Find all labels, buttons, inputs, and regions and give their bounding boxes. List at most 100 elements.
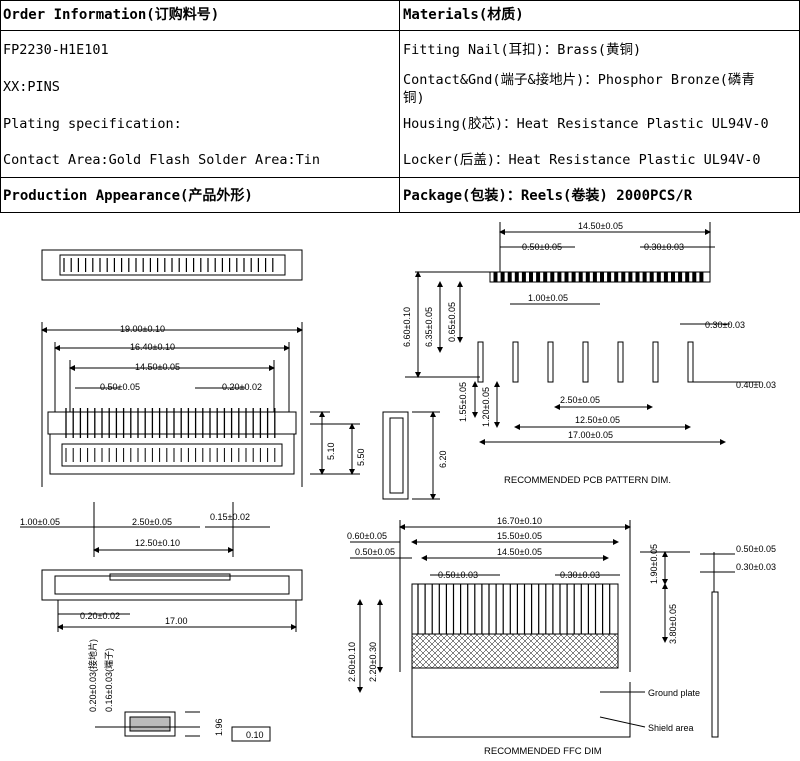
front-view-body [49, 433, 295, 475]
pcb-dim-1: 14.50±0.05 [578, 221, 623, 231]
pad [687, 341, 694, 383]
ffc-dim-4: 0.60±0.05 [347, 531, 387, 541]
pad [578, 271, 583, 283]
spec-table: Order Information(订购料号) Materials(材质) FP… [0, 0, 800, 213]
front-view-pins [65, 408, 276, 462]
pcb-dim-11: 1.20±0.05 [481, 387, 491, 427]
pcb-dim-4: 1.00±0.05 [528, 293, 568, 303]
pad [571, 271, 576, 283]
top-view [41, 249, 303, 281]
order-line-part: FP2230-H1E101 [3, 42, 109, 58]
technical-drawing: 19.00±0.10 16.40±0.10 14.50±0.05 0.50±0.… [20, 221, 776, 757]
order-line-plating: Plating specification: [3, 116, 182, 132]
pad [607, 271, 612, 283]
appearance-header: Production Appearance(产品外形) [3, 188, 253, 204]
detail-view-body [124, 711, 176, 737]
pcb-dim-7: 0.65±0.05 [447, 302, 457, 342]
spec-column-divider [399, 1, 400, 212]
ffc-dim-5: 0.50±0.05 [355, 547, 395, 557]
detail-dim-3: 1.96 [214, 718, 224, 736]
front-dim-2: 16.40±0.10 [130, 342, 175, 352]
ffc-dim-3: 14.50±0.05 [497, 547, 542, 557]
pcb-dim-12: 2.50±0.05 [560, 395, 600, 405]
detail-view [95, 711, 271, 742]
pad [663, 271, 668, 283]
pad [656, 271, 661, 283]
ffc-dim-7: 0.30±0.03 [560, 570, 600, 580]
pad [493, 271, 498, 283]
front-view-top [47, 411, 297, 435]
pad [621, 271, 626, 283]
ffc-dim-2: 15.50±0.05 [497, 531, 542, 541]
pad [557, 271, 562, 283]
ffc-fingers [417, 584, 611, 634]
detail-dim-2: 0.16±0.03(端子) [103, 648, 114, 712]
bottom-dim-1: 0.20±0.02 [80, 611, 120, 621]
ffc-side-dim-2: 0.30±0.03 [736, 562, 776, 572]
spec-footer-divider [1, 177, 799, 178]
front-dim-8: 1.00±0.05 [20, 517, 60, 527]
ffc-cable [411, 668, 631, 738]
spec-header-divider [1, 30, 799, 31]
ffc-title: RECOMMENDED FFC DIM [484, 746, 602, 757]
top-view-pins [63, 258, 274, 272]
pad [652, 341, 659, 383]
pcb-pads [477, 271, 704, 383]
pad [685, 271, 690, 283]
pcb-dim-3: 0.30±0.03 [644, 242, 684, 252]
detail-flatness-box [231, 726, 271, 742]
front-dim-11: 12.50±0.10 [135, 538, 180, 548]
front-dim-6: 5.10 [326, 442, 336, 460]
top-view-cavity [59, 254, 286, 276]
front-dim-7: 5.50 [356, 448, 366, 466]
front-dim-3: 14.50±0.05 [135, 362, 180, 372]
order-header: Order Information(订购料号) [3, 7, 220, 23]
pcb-pattern [405, 222, 760, 445]
side-dim-1: 6.20 [438, 450, 448, 468]
pcb-dim-9: 0.40±0.03 [736, 380, 776, 390]
pad [642, 271, 647, 283]
pcb-dim-10: 1.55±0.05 [458, 382, 468, 422]
pad [635, 271, 640, 283]
pad [582, 341, 589, 383]
ffc-dim-11: 2.20±0.30 [368, 642, 378, 682]
pad [477, 341, 484, 383]
ffc-shield-label: Shield area [648, 723, 694, 733]
bottom-view-body [41, 569, 303, 601]
pad [585, 271, 590, 283]
pad [500, 271, 505, 283]
pad [617, 341, 624, 383]
bottom-dim-2: 17.00 [165, 616, 188, 626]
pcb-dim-6: 6.35±0.05 [424, 307, 434, 347]
materials-locker: Locker(后盖)：Heat Resistance Plastic UL94V… [403, 152, 761, 168]
side-view-body [382, 411, 409, 500]
pad [614, 271, 619, 283]
pad [600, 271, 604, 283]
pad [671, 271, 675, 283]
pad [564, 271, 569, 283]
pad [699, 271, 704, 283]
package-header: Package(包装)：Reels(卷装) 2000PCS/R [403, 188, 693, 204]
ffc-drawing [350, 520, 690, 738]
pad [592, 271, 597, 283]
ffc-dim-8: 1.90±0.05 [649, 544, 659, 584]
detail-dim-1: 0.20±0.03(接地片) [87, 639, 98, 712]
pcb-dim-14: 17.00±0.05 [568, 430, 613, 440]
pad [628, 271, 633, 283]
materials-fitting-nail: Fitting Nail(耳扣)：Brass(黄铜) [403, 42, 642, 58]
order-line-area: Contact Area:Gold Flash Solder Area:Tin [3, 152, 320, 168]
order-line-pins: XX:PINS [3, 79, 60, 95]
materials-contact-cont: 铜) [403, 90, 425, 106]
ffc-dim-1: 16.70±0.10 [497, 516, 542, 526]
front-dim-9: 2.50±0.05 [132, 517, 172, 527]
pad [692, 271, 697, 283]
front-view-cavity [61, 443, 283, 467]
pad [550, 271, 555, 283]
pad [543, 271, 548, 283]
pad [547, 341, 554, 383]
front-dim-5: 0.20±0.02 [222, 382, 262, 392]
pcb-dim-5: 6.60±0.10 [402, 307, 412, 347]
ffc-dim-10: 2.60±0.10 [347, 642, 357, 682]
side-view [382, 411, 440, 500]
detail-dim-4: 0.10 [246, 730, 264, 740]
